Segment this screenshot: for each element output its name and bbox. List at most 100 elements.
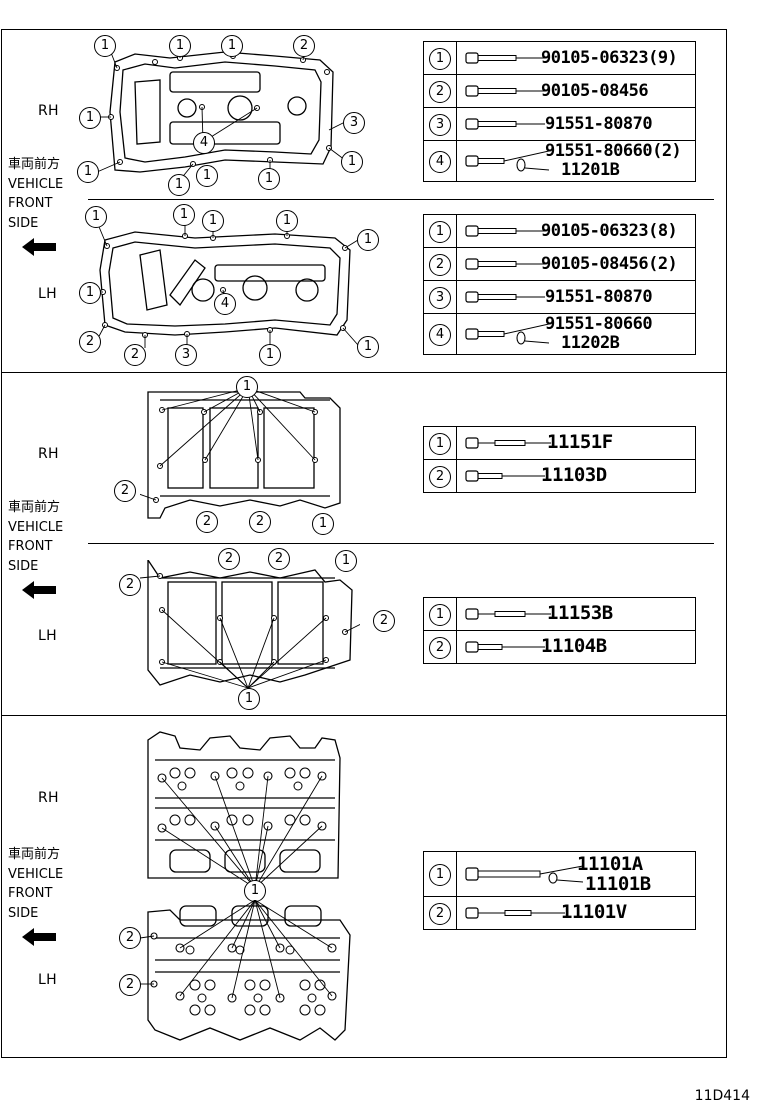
part-number: 11151F (547, 431, 613, 453)
parts-table-cylinder-head: 1 11101A 11101B 2 11101V (423, 851, 696, 930)
callout-2: 2 (124, 344, 146, 366)
rh-label: RH (38, 103, 59, 119)
callout-4: 4 (193, 132, 215, 154)
part-number: 90105-08456(2) (541, 254, 678, 274)
part-number: 90105-06323(9) (541, 48, 678, 68)
front-en-2: FRONT (8, 886, 53, 901)
bolt-with-washer-icon (465, 865, 583, 884)
part-number: 11103D (541, 464, 607, 486)
table-row: 1 11151F (423, 426, 696, 460)
subsection-divider-cover (88, 199, 714, 200)
callout-1: 1 (169, 35, 191, 57)
front-en-2: FRONT (8, 196, 53, 211)
front-arrow-icon (22, 581, 56, 599)
front-en-1: VEHICLE (8, 176, 64, 192)
bolt-icon (465, 907, 565, 919)
lh-camshaft-housing-drawing (140, 560, 360, 689)
bolt-icon (465, 437, 551, 449)
callout-2: 2 (218, 548, 240, 570)
bolt-icon (465, 608, 551, 620)
bolt-with-washer-icon (465, 150, 549, 172)
front-en-2: FRONT (8, 539, 53, 554)
bolt-icon (465, 118, 545, 130)
callout-1: 1 (173, 204, 195, 226)
callout-1: 1 (85, 206, 107, 228)
front-arrow-icon (22, 238, 56, 256)
parts-table-cam-rh: 1 11151F 2 11103D (423, 426, 696, 493)
callout-2: 2 (119, 927, 141, 949)
rh-head-cover-drawing (96, 49, 346, 181)
figure-code: 11D414 (694, 1088, 750, 1104)
table-row: 3 91551-80870 (423, 280, 696, 314)
row-number: 1 (429, 603, 451, 626)
bolt-icon (465, 291, 545, 303)
row-number: 2 (429, 902, 451, 925)
callout-1: 1 (202, 210, 224, 232)
front-en-1: VEHICLE (8, 866, 64, 882)
vehicle-front-note: 車両前方 VEHICLE FRONT SIDE (8, 498, 63, 576)
bolt-icon (465, 470, 545, 482)
lh-label: LH (38, 628, 57, 644)
front-arrow-icon (22, 928, 56, 946)
row-number: 1 (429, 47, 451, 70)
rh-label: RH (38, 790, 59, 806)
part-number: 11101A (577, 853, 643, 875)
callout-1: 1 (196, 165, 218, 187)
bolt-icon (465, 225, 545, 237)
callout-4: 4 (214, 293, 236, 315)
row-number: 1 (429, 432, 451, 455)
part-number: 11202B (561, 333, 620, 353)
bolt-icon (465, 641, 545, 653)
callout-3: 3 (175, 344, 197, 366)
callout-2: 2 (373, 610, 395, 632)
front-en-1: VEHICLE (8, 519, 64, 535)
rh-camshaft-housing-drawing (140, 388, 341, 519)
part-number: 11201B (561, 160, 620, 180)
row-number: 4 (429, 150, 451, 173)
part-number: 11101V (561, 901, 627, 923)
front-jp: 車両前方 (8, 500, 61, 515)
lh-cylinder-head-drawing (140, 900, 351, 1041)
callout-1: 1 (259, 344, 281, 366)
table-row: 3 91551-80870 (423, 107, 696, 141)
parts-table-cam-lh: 1 11153B 2 11104B (423, 597, 696, 664)
callout-1: 1 (312, 513, 334, 535)
diagram-frame (1, 29, 727, 1058)
part-number: 90105-06323(8) (541, 221, 678, 241)
vehicle-front-note: 車両前方 VEHICLE FRONT SIDE (8, 845, 63, 923)
callout-2: 2 (293, 35, 315, 57)
table-row: 2 11104B (423, 630, 696, 664)
front-en-3: SIDE (8, 905, 39, 921)
callout-1: 1 (236, 376, 258, 398)
row-number: 2 (429, 253, 451, 276)
callout-1: 1 (258, 168, 280, 190)
front-en-3: SIDE (8, 215, 39, 231)
front-jp: 車両前方 (8, 157, 61, 172)
callout-2: 2 (268, 548, 290, 570)
row-number: 3 (429, 286, 451, 309)
bolt-with-washer-icon (465, 323, 549, 345)
table-row: 2 90105-08456(2) (423, 247, 696, 281)
callout-1: 1 (238, 688, 260, 710)
callout-1: 1 (357, 229, 379, 251)
row-number: 1 (429, 863, 451, 886)
callout-2: 2 (79, 331, 101, 353)
front-en-3: SIDE (8, 558, 39, 574)
row-number: 1 (429, 220, 451, 243)
table-row: 1 11101A 11101B (423, 851, 696, 897)
row-number: 2 (429, 80, 451, 103)
callout-1: 1 (221, 35, 243, 57)
parts-table-cover-rh: 1 90105-06323(9) 2 90105-08456 3 91551-8… (423, 41, 696, 182)
callout-2: 2 (119, 974, 141, 996)
callout-1: 1 (168, 174, 190, 196)
row-number: 2 (429, 465, 451, 488)
part-number: 11101B (585, 873, 651, 895)
front-jp: 車両前方 (8, 847, 61, 862)
lh-head-cover-drawing (96, 220, 359, 348)
callout-1: 1 (276, 210, 298, 232)
parts-table-cover-lh: 1 90105-06323(8) 2 90105-08456(2) 3 9155… (423, 214, 696, 355)
callout-1: 1 (94, 35, 116, 57)
bolt-icon (465, 85, 545, 97)
subsection-divider-cam (88, 543, 714, 544)
callout-2: 2 (119, 574, 141, 596)
